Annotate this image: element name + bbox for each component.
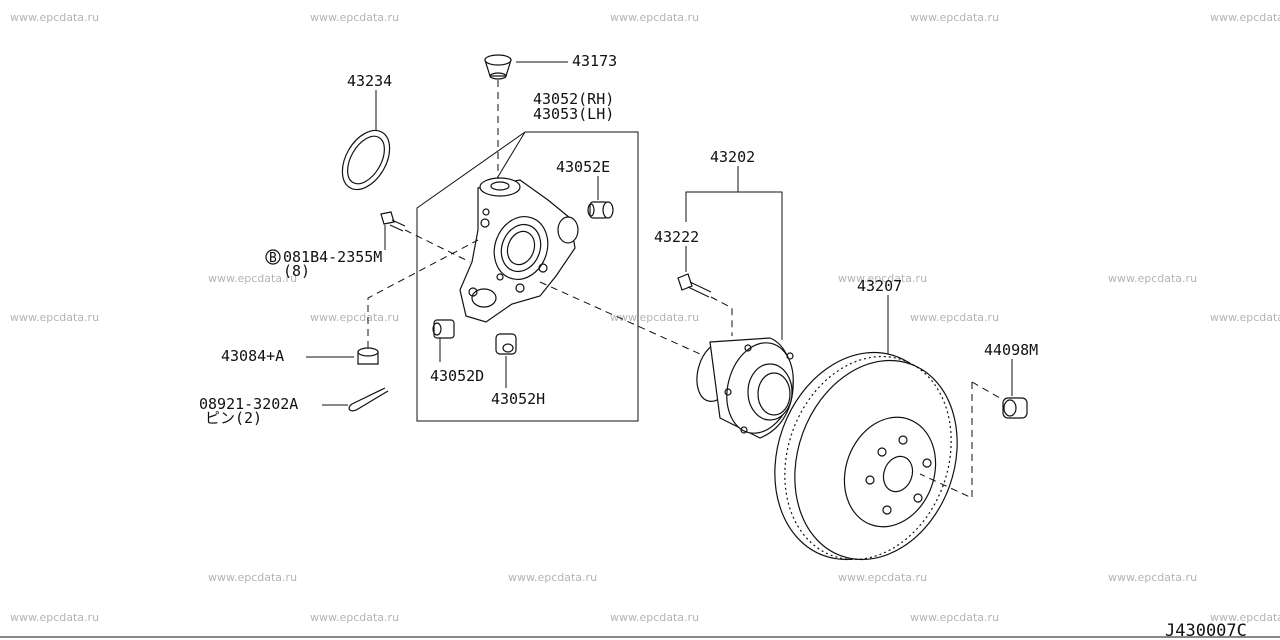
part-cotter-pin[interactable]: 08921-3202A ピン(2) <box>199 387 389 427</box>
part-knuckle[interactable] <box>459 177 579 323</box>
label-43052d: 43052D <box>430 367 484 385</box>
watermark: www.epcdata.ru <box>1210 11 1280 24</box>
dash-line <box>710 296 733 336</box>
watermark: www.epcdata.ru <box>910 611 999 624</box>
watermark: www.epcdata.ru <box>910 11 999 24</box>
watermark: www.epcdata.ru <box>610 611 699 624</box>
watermark: www.epcdata.ru <box>838 272 927 285</box>
watermark: www.epcdata.ru <box>10 311 99 324</box>
part-43084a[interactable]: 43084+A <box>221 347 379 365</box>
bracket-43202 <box>685 191 783 340</box>
watermark: www.epcdata.ru <box>838 571 927 584</box>
label-43207: 43207 <box>857 277 902 295</box>
label-bolt-qty: (8) <box>283 262 310 280</box>
label-pin-code: 08921-3202A <box>199 395 298 413</box>
watermark: www.epcdata.ru <box>1108 272 1197 285</box>
part-43207[interactable]: 43207 <box>747 277 984 584</box>
dash-line <box>539 281 701 355</box>
watermark: www.epcdata.ru <box>208 571 297 584</box>
watermark: www.epcdata.ru <box>310 11 399 24</box>
watermark: www.epcdata.ru <box>10 11 99 24</box>
part-43052d[interactable]: 43052D <box>430 319 484 385</box>
diagram-code: J430007C <box>1165 621 1247 640</box>
label-43053lh: 43053(LH) <box>533 105 614 123</box>
watermark: www.epcdata.ru <box>10 611 99 624</box>
watermark: www.epcdata.ru <box>610 311 699 324</box>
watermark: www.epcdata.ru <box>1108 571 1197 584</box>
watermark: www.epcdata.ru <box>1210 611 1280 624</box>
part-43052h[interactable]: 43052H <box>491 333 545 408</box>
part-43173[interactable]: 43173 <box>484 52 617 80</box>
label-43222: 43222 <box>654 228 699 246</box>
watermark: www.epcdata.ru <box>508 571 597 584</box>
watermark: www.epcdata.ru <box>310 311 399 324</box>
part-43234[interactable]: 43234 <box>333 72 400 198</box>
label-44098m: 44098M <box>984 341 1038 359</box>
part-44098m[interactable]: 44098M <box>984 341 1038 419</box>
label-bolt-marker: B <box>269 251 277 266</box>
watermark: www.epcdata.ru <box>1210 311 1280 324</box>
watermark: www.epcdata.ru <box>310 611 399 624</box>
label-pin-note: ピン(2) <box>205 409 262 427</box>
label-43202: 43202 <box>710 148 755 166</box>
label-43084a: 43084+A <box>221 347 284 365</box>
dash-line <box>971 381 1001 399</box>
label-43052e: 43052E <box>556 158 610 176</box>
label-43173: 43173 <box>572 52 617 70</box>
label-bolt-code: 081B4-2355M <box>283 248 382 266</box>
watermark: www.epcdata.ru <box>910 311 999 324</box>
dash-line <box>919 382 973 499</box>
dash-line <box>404 229 471 263</box>
part-bolt-081b4[interactable]: B 081B4-2355M (8) <box>265 211 406 280</box>
label-43234: 43234 <box>347 72 392 90</box>
watermark: www.epcdata.ru <box>208 272 297 285</box>
knuckle-frame <box>416 131 639 422</box>
part-43052e[interactable]: 43052E <box>556 158 614 219</box>
label-43052h: 43052H <box>491 390 545 408</box>
dash-line <box>367 239 479 348</box>
part-43222[interactable]: 43222 <box>654 228 712 298</box>
watermark: www.epcdata.ru <box>610 11 699 24</box>
label-43052rh: 43052(RH) <box>533 90 614 108</box>
watermarks: www.epcdata.ru www.epcdata.ru www.epcdat… <box>10 11 1280 624</box>
part-hub-bearing[interactable] <box>691 335 803 440</box>
